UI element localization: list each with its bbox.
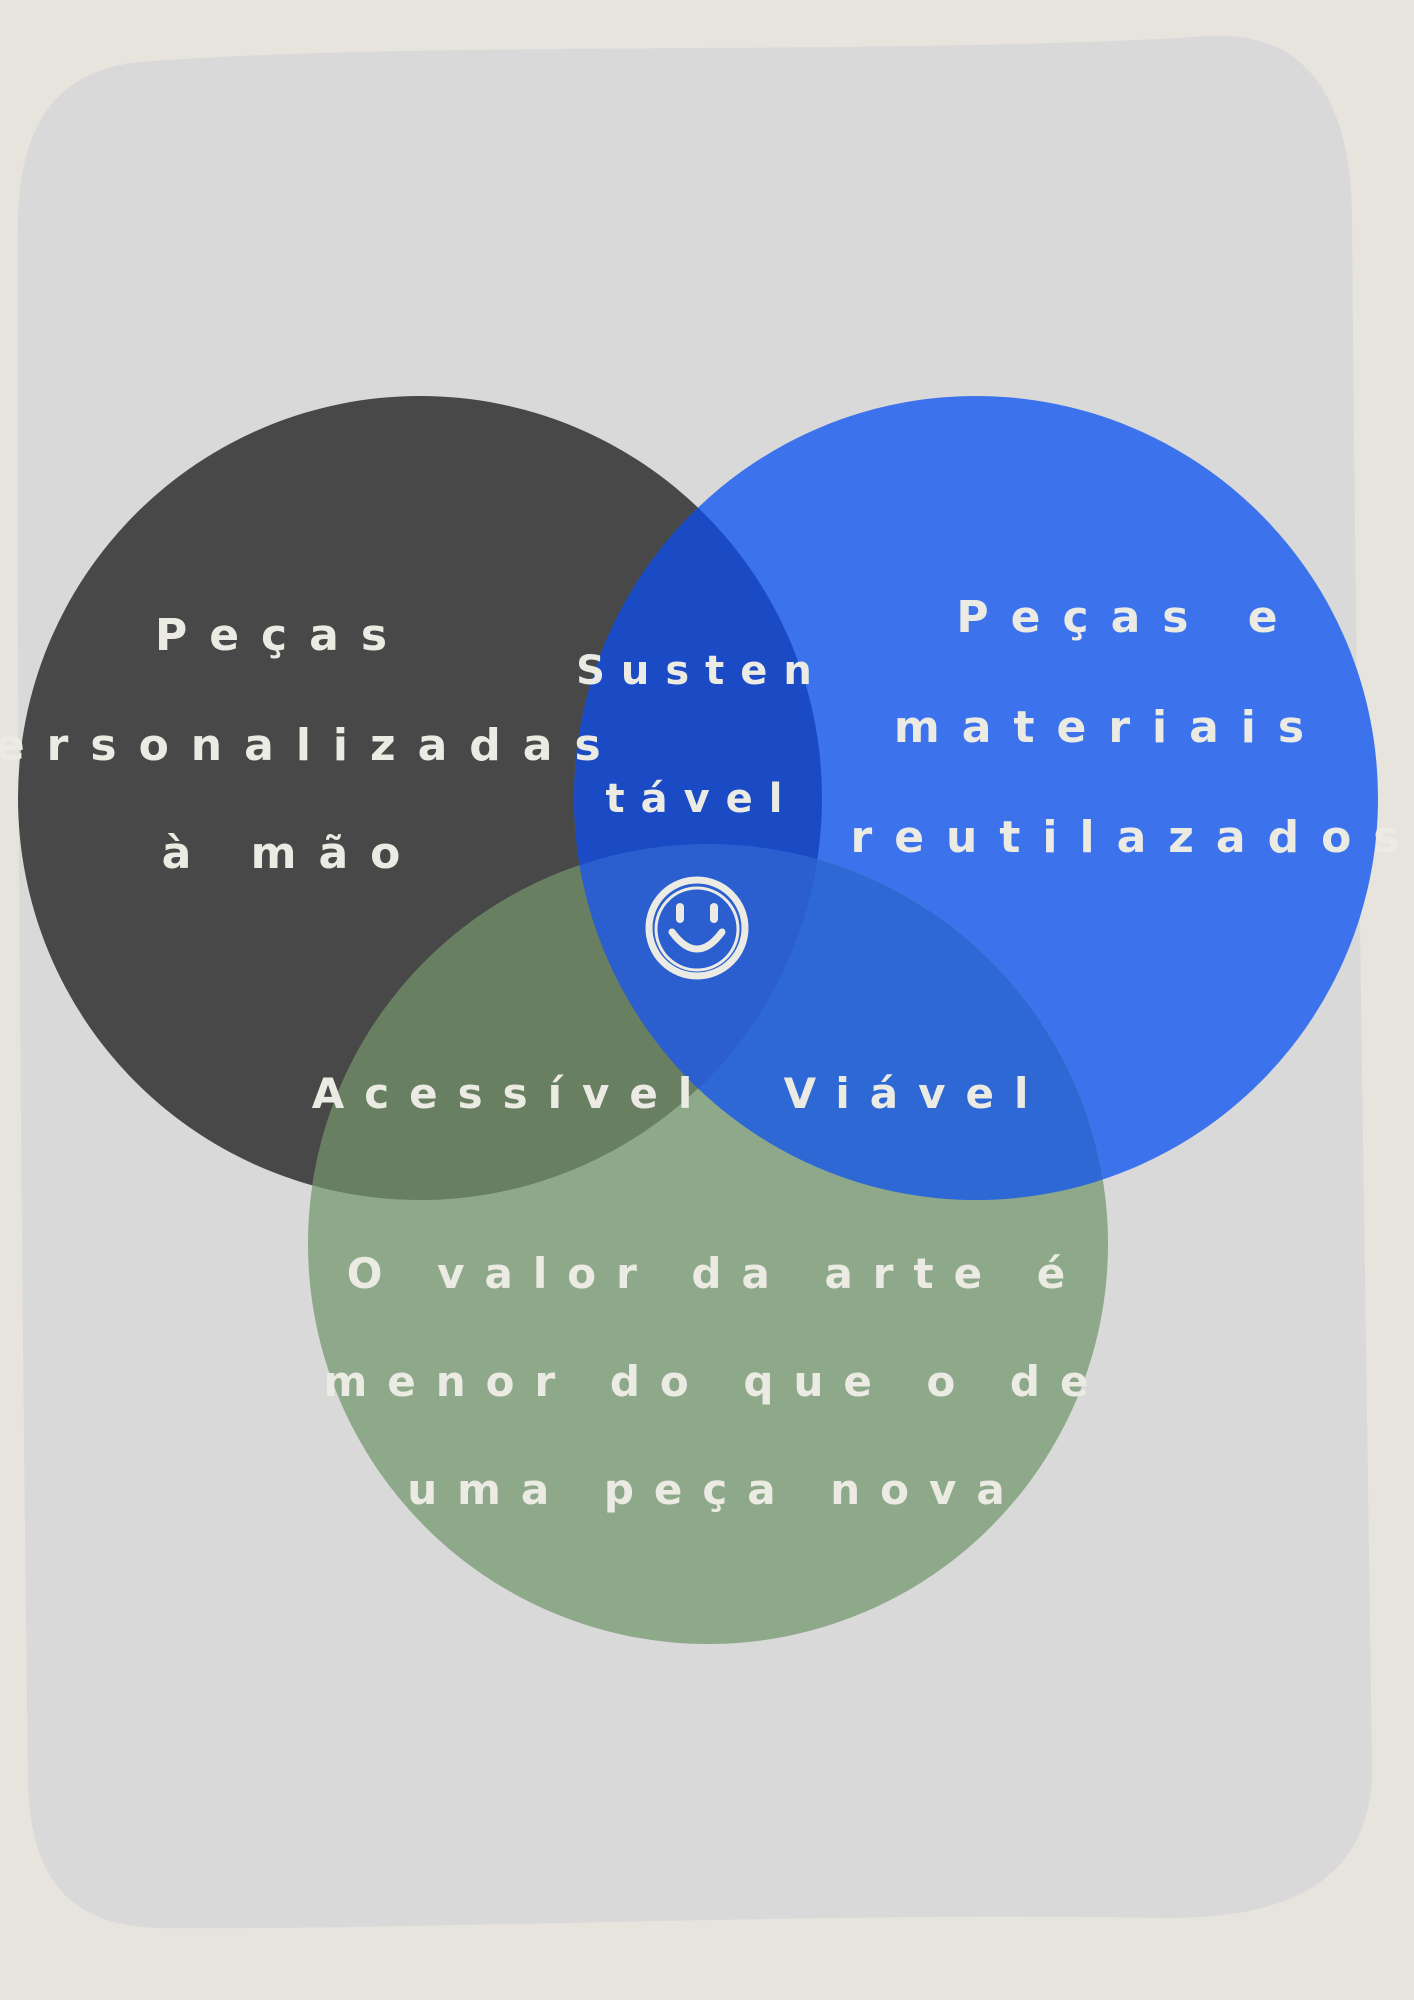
reused-line-1: Peças e: [956, 592, 1299, 643]
accessible-label: Acessível: [312, 1069, 713, 1118]
value-line-2: menor do que o de: [324, 1357, 1109, 1406]
sustainable-line-1: Susten: [576, 648, 828, 694]
viable-label: Viável: [784, 1069, 1049, 1118]
value-line-1: O valor da arte é: [347, 1249, 1085, 1298]
smiley-face-icon: [645, 876, 749, 980]
overlap-reused-value-region: [574, 844, 1108, 1200]
sustainable-line-2: tável: [605, 776, 798, 822]
reused-line-2: materiais: [894, 702, 1326, 753]
value-line-3: uma peça nova: [407, 1465, 1025, 1514]
handmade-line-2: personalizadas: [0, 720, 623, 771]
overlap-handmade-value-region: [308, 844, 822, 1200]
reused-line-3: reutilazados: [851, 812, 1414, 863]
handmade-line-1: Peças: [155, 610, 409, 661]
handmade-line-3: à mão: [162, 828, 423, 879]
